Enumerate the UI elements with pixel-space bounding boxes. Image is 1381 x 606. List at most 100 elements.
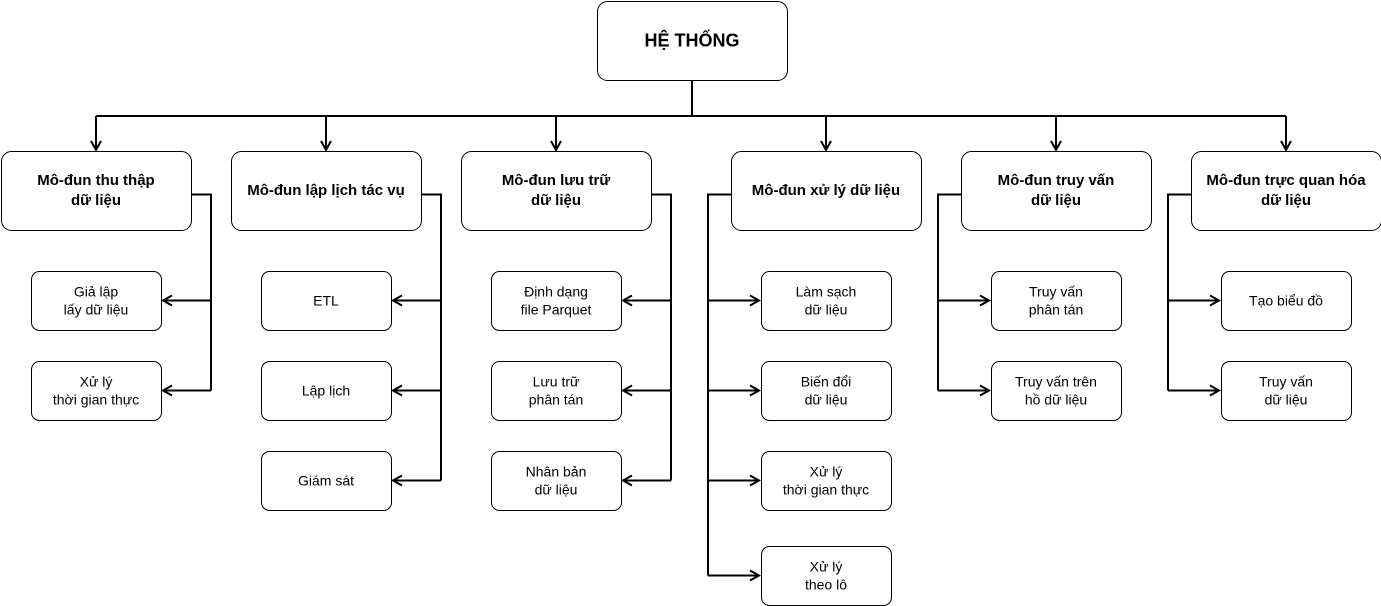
submodule-box-label-line: ETL bbox=[313, 293, 339, 309]
down-arrow-icon bbox=[820, 140, 832, 153]
submodule-box-label-line: theo lô bbox=[805, 577, 847, 593]
root-box-box bbox=[597, 1, 788, 81]
submodule-box-box bbox=[261, 271, 392, 331]
submodule-box-box bbox=[761, 271, 892, 331]
submodule-box-box bbox=[1221, 271, 1352, 331]
connector-layer bbox=[90, 80, 1292, 582]
module-box-box bbox=[461, 151, 652, 231]
left-arrow-icon bbox=[390, 474, 403, 487]
down-arrow-icon bbox=[550, 140, 562, 153]
submodule-box-label-line: file Parquet bbox=[521, 302, 592, 318]
submodule-box: Làm sạch dữ liệu bbox=[761, 271, 892, 331]
module-box-label-line: Mô-đun lưu trữ bbox=[502, 172, 611, 189]
child-trunk-connector bbox=[651, 193, 672, 481]
submodule-box: Giả lập lấy dữ liệu bbox=[31, 271, 162, 331]
submodule-box-label-line: Nhân bản bbox=[526, 464, 587, 480]
submodule-box-label-line: hồ dữ liệu bbox=[1025, 392, 1087, 408]
root-box-label-line: HỆ THỐNG bbox=[644, 30, 739, 51]
down-arrow-icon bbox=[1280, 140, 1292, 153]
module-box-box bbox=[731, 151, 922, 231]
submodule-box-label-line: Biến đổi bbox=[801, 374, 852, 390]
submodule-box-label-line: phân tán bbox=[529, 392, 584, 408]
submodule-box-box bbox=[261, 451, 392, 511]
root-box: HỆ THỐNG bbox=[597, 1, 788, 81]
submodule-box-label-line: Truy vấn bbox=[1259, 374, 1313, 390]
down-arrow-icon bbox=[320, 140, 332, 153]
submodule-box-box bbox=[991, 271, 1122, 331]
submodule-box-label-line: Xử lý bbox=[80, 374, 113, 390]
left-arrow-icon bbox=[620, 384, 633, 397]
right-arrow-icon bbox=[749, 474, 762, 487]
submodule-box-label-line: Giám sát bbox=[298, 473, 354, 489]
module-box: Mô-đun trực quan hóa dữ liệu bbox=[1191, 151, 1381, 231]
right-arrow-icon bbox=[749, 294, 762, 307]
submodule-box-label-line: dữ liệu bbox=[805, 392, 848, 408]
submodule-box-label-line: Lưu trữ bbox=[533, 374, 580, 390]
submodule-box-box bbox=[31, 271, 162, 331]
module-box-label-line: Mô-đun truy vấn bbox=[998, 172, 1115, 189]
down-arrow-icon bbox=[90, 140, 102, 153]
submodule-box-label-line: Giả lập bbox=[74, 284, 119, 300]
module-box-box bbox=[1191, 151, 1381, 231]
submodule-box: Giám sát bbox=[261, 451, 392, 511]
submodule-box-label-line: lấy dữ liệu bbox=[64, 302, 129, 318]
right-arrow-icon bbox=[749, 384, 762, 397]
module-box: Mô-đun lập lịch tác vụ bbox=[231, 151, 422, 231]
module-box-box bbox=[1, 151, 192, 231]
right-arrow-icon bbox=[979, 384, 992, 397]
submodule-box-box bbox=[31, 361, 162, 421]
submodule-box: Xử lý theo lô bbox=[761, 546, 892, 606]
left-arrow-icon bbox=[160, 294, 173, 307]
submodule-box-label-line: Làm sạch bbox=[796, 284, 857, 300]
module-box-box bbox=[961, 151, 1152, 231]
module-box-label-line: Mô-đun trực quan hóa bbox=[1206, 172, 1366, 189]
module-box-label-line: Mô-đun lập lịch tác vụ bbox=[247, 182, 405, 199]
submodule-box: Lưu trữ phân tán bbox=[491, 361, 622, 421]
submodule-box-label-line: Tạo biểu đồ bbox=[1249, 293, 1323, 309]
child-trunk-connector bbox=[421, 193, 442, 481]
submodule-box: Biến đổi dữ liệu bbox=[761, 361, 892, 421]
submodule-box-box bbox=[491, 361, 622, 421]
submodule-box-box bbox=[761, 361, 892, 421]
submodule-box-label-line: dữ liệu bbox=[805, 302, 848, 318]
child-trunk-connector bbox=[1167, 193, 1191, 391]
submodule-box-label-line: thời gian thực bbox=[783, 482, 869, 498]
module-box: Mô-đun lưu trữ dữ liệu bbox=[461, 151, 652, 231]
module-box-label-line: Mô-đun thu thập bbox=[37, 172, 154, 189]
submodule-box-label-line: Xử lý bbox=[810, 464, 843, 480]
submodule-box-box bbox=[761, 451, 892, 511]
submodule-box-box bbox=[491, 451, 622, 511]
left-arrow-icon bbox=[620, 474, 633, 487]
submodule-box-label-line: Truy vấn trên bbox=[1015, 374, 1097, 390]
module-box-label-line: dữ liệu bbox=[1031, 192, 1081, 209]
submodule-box: Truy vấn trên hồ dữ liệu bbox=[991, 361, 1122, 421]
submodule-box: Tạo biểu đồ bbox=[1221, 271, 1352, 331]
submodule-box-box bbox=[261, 361, 392, 421]
right-arrow-icon bbox=[1209, 384, 1222, 397]
module-box-label-line: dữ liệu bbox=[531, 192, 581, 209]
submodule-box-box bbox=[991, 361, 1122, 421]
module-box-label-line: Mô-đun xử lý dữ liệu bbox=[752, 182, 900, 199]
module-box-label-line: dữ liệu bbox=[1261, 192, 1311, 209]
right-arrow-icon bbox=[749, 569, 762, 582]
submodule-box: Xử lý thời gian thực bbox=[761, 451, 892, 511]
module-box: Mô-đun truy vấn dữ liệu bbox=[961, 151, 1152, 231]
submodule-box: ETL bbox=[261, 271, 392, 331]
down-arrow-icon bbox=[1050, 140, 1062, 153]
right-arrow-icon bbox=[1209, 294, 1222, 307]
submodule-box-label-line: Xử lý bbox=[810, 559, 843, 575]
submodule-box-label-line: Lập lịch bbox=[302, 383, 350, 399]
left-arrow-icon bbox=[620, 294, 633, 307]
submodule-box-box bbox=[491, 271, 622, 331]
left-arrow-icon bbox=[160, 384, 173, 397]
submodule-box: Lập lịch bbox=[261, 361, 392, 421]
left-arrow-icon bbox=[390, 384, 403, 397]
